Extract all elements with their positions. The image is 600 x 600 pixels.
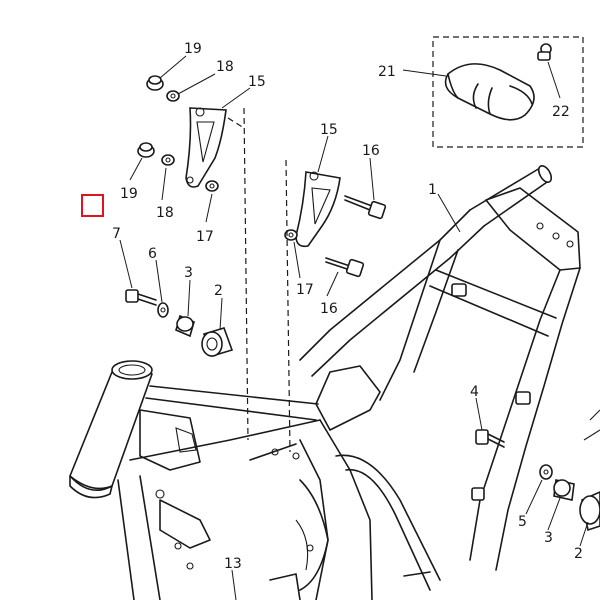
part-22-bolt[interactable] [537, 43, 552, 61]
callout-19-upper: 19 [184, 41, 202, 57]
callout-5: 5 [518, 514, 527, 530]
part-21-rubber-sleeve[interactable] [444, 63, 535, 121]
part-3-collar-right[interactable] [553, 479, 575, 501]
frame-bolt-lower [471, 487, 485, 501]
callout-18-upper: 18 [216, 59, 234, 75]
callout-17-left: 17 [196, 229, 214, 245]
callout-15-right: 15 [320, 122, 338, 138]
callout-16-lower: 16 [320, 301, 338, 317]
callout-3-left: 3 [184, 265, 193, 281]
part-17-washer-right[interactable] [284, 229, 298, 241]
selection-marker[interactable] [81, 194, 104, 217]
part-19-nut-upper[interactable] [146, 75, 164, 91]
callout-15-left: 15 [248, 74, 266, 90]
part-16-bolt-upper[interactable] [344, 195, 387, 220]
callout-21: 21 [378, 64, 396, 80]
callout-17-right: 17 [296, 282, 314, 298]
callout-1: 1 [428, 182, 437, 198]
part-2-damper-right[interactable] [579, 491, 600, 532]
part-18-washer-lower[interactable] [161, 154, 175, 166]
callout-4: 4 [470, 384, 479, 400]
part-15-bracket-left[interactable] [185, 107, 227, 188]
callout-13: 13 [224, 556, 242, 572]
part-16-bolt-lower[interactable] [325, 257, 365, 278]
part-2-damper[interactable] [201, 327, 234, 357]
part-5-washer[interactable] [539, 464, 553, 480]
callout-7: 7 [112, 226, 121, 242]
callout-19-lower: 19 [120, 186, 138, 202]
callout-18-lower: 18 [156, 205, 174, 221]
callout-6: 6 [148, 246, 157, 262]
part-1-frame[interactable] [69, 164, 600, 600]
part-7-bolt[interactable] [125, 289, 157, 306]
part-3-collar[interactable] [175, 314, 195, 338]
part-17-washer-left[interactable] [205, 180, 219, 192]
part-18-washer-upper[interactable] [166, 90, 180, 102]
callout-22: 22 [552, 104, 570, 120]
part-15-bracket-right[interactable] [295, 171, 341, 248]
part-4-bolt[interactable] [475, 429, 505, 448]
callout-3-right: 3 [544, 530, 553, 546]
callout-16-upper: 16 [362, 143, 380, 159]
callout-2-right: 2 [574, 546, 583, 562]
callout-2-left: 2 [214, 283, 223, 299]
part-21-22-inset [402, 36, 584, 148]
part-19-nut-lower[interactable] [137, 142, 155, 158]
part-6-washer[interactable] [157, 302, 169, 318]
